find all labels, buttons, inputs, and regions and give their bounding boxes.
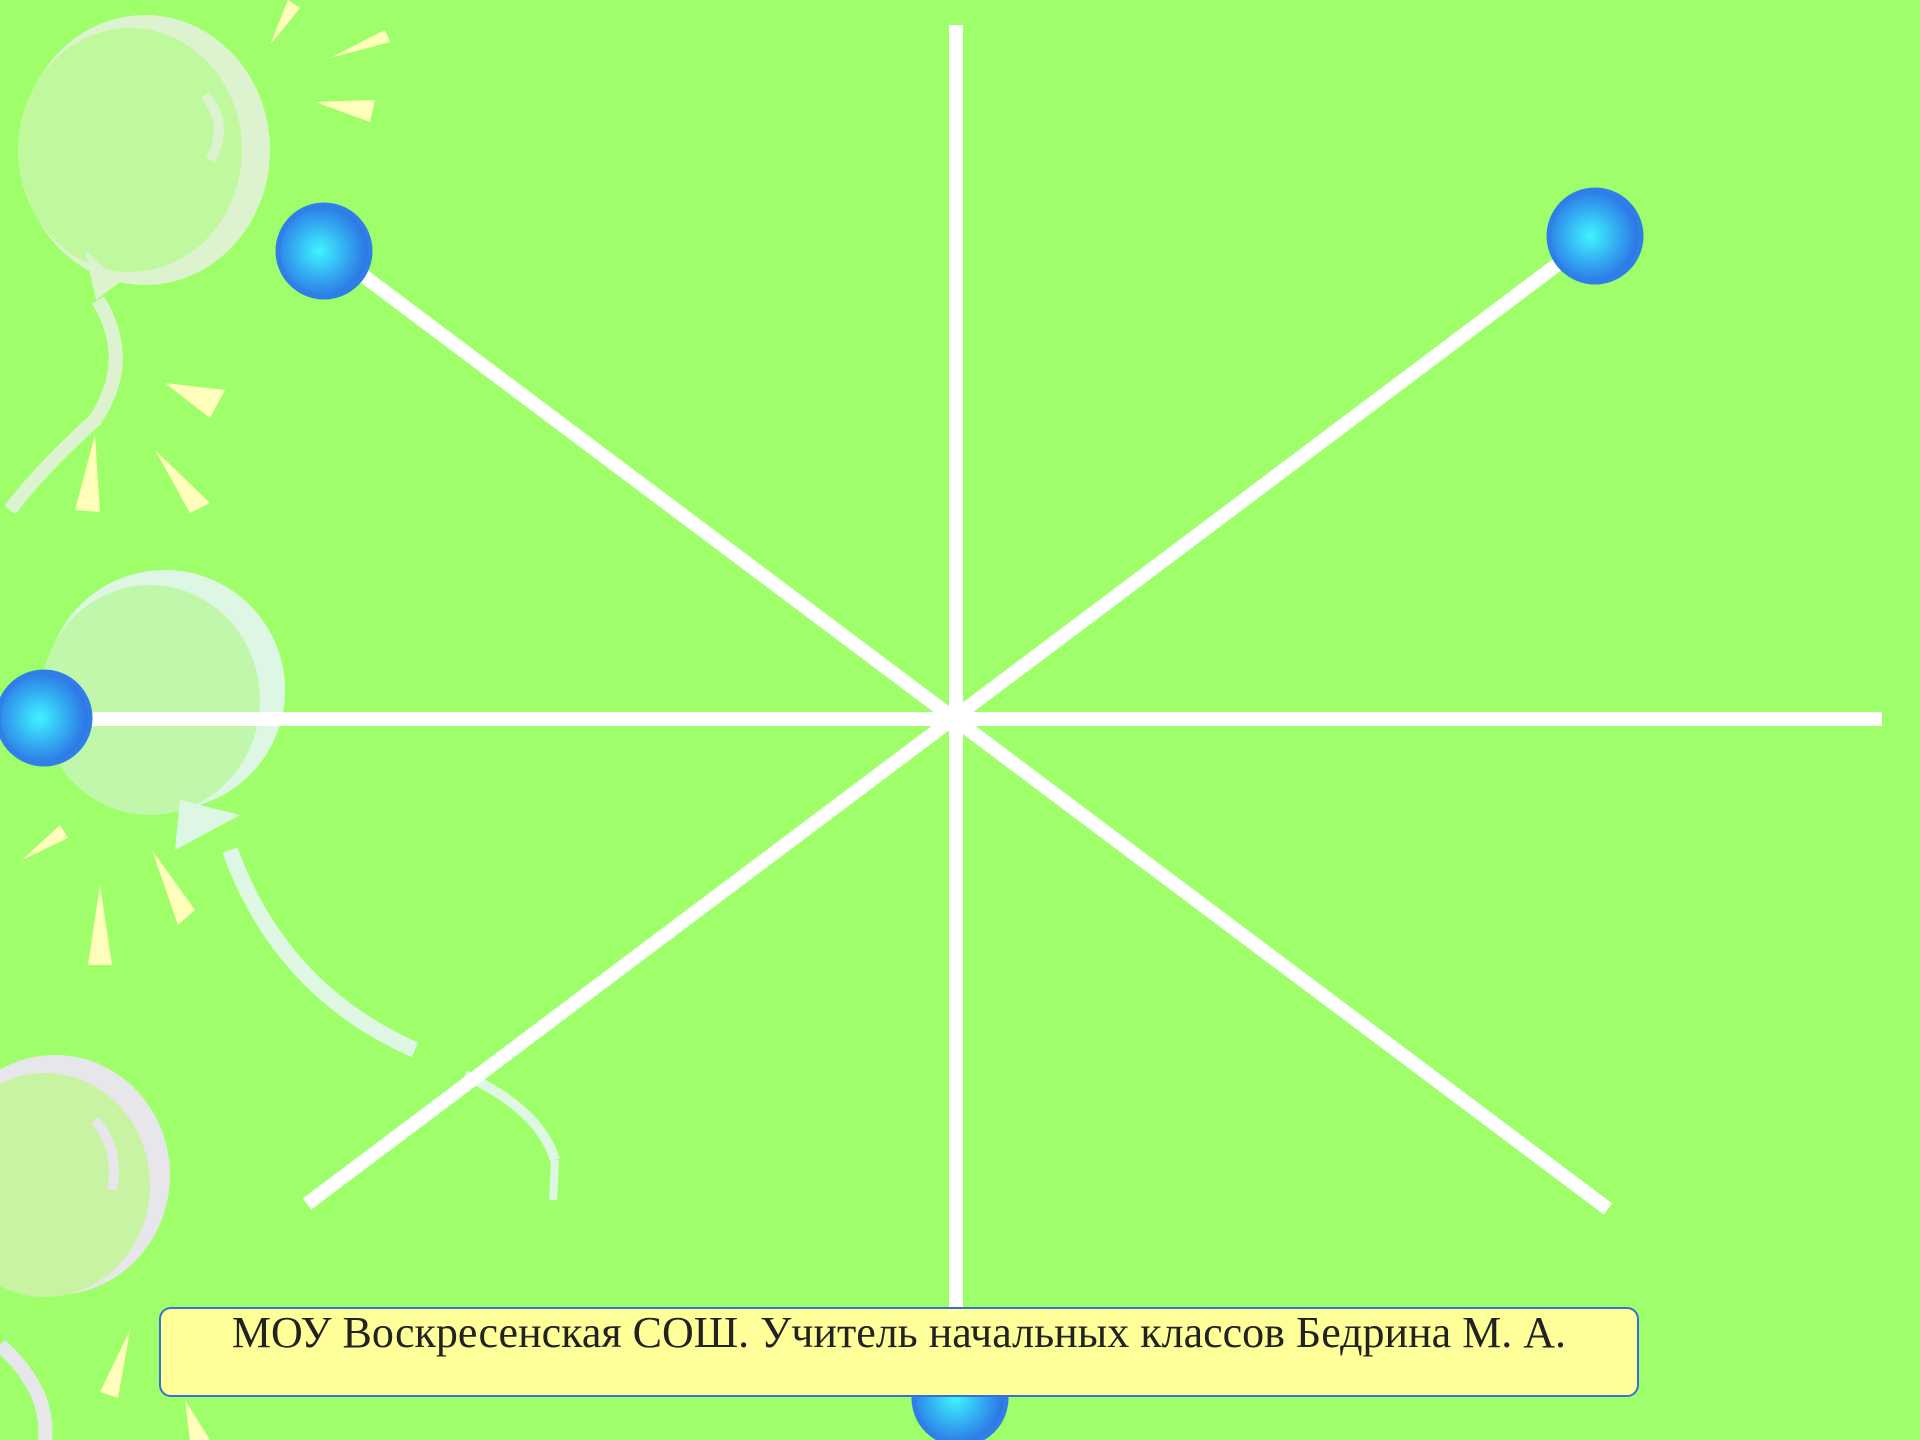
- balloon-decoration-top: [10, 15, 270, 510]
- footer-caption: МОУ Воскресенская СОШ. Учитель начальных…: [232, 1308, 1566, 1357]
- footer-caption-box: МОУ Воскресенская СОШ. Учитель начальных…: [159, 1307, 1639, 1397]
- confetti-middle: [22, 825, 195, 965]
- dot-top-right: [1549, 190, 1641, 282]
- balloon-decoration-bottom: [0, 1055, 170, 1440]
- dot-left: [0, 672, 90, 764]
- diagonal-line-up: [307, 255, 1570, 1204]
- diagonal-line-down: [345, 262, 1608, 1209]
- dot-top-left: [278, 205, 370, 297]
